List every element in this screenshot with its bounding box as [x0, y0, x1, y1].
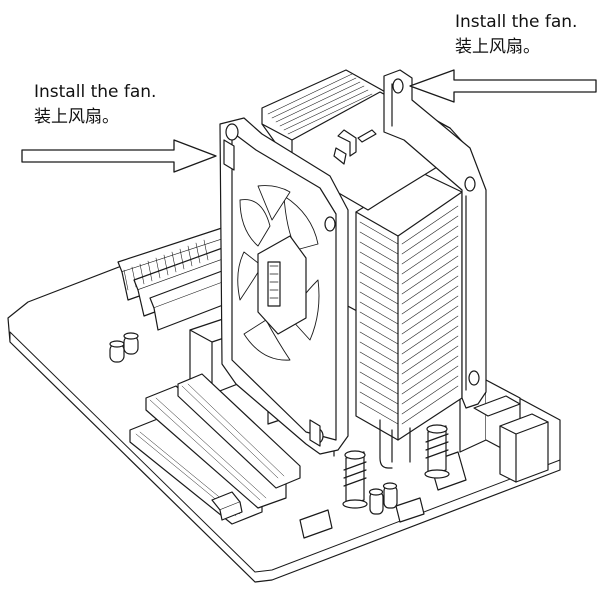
arrow-right-icon: [21, 139, 217, 173]
callout-right-en: Install the fan.: [455, 12, 578, 32]
arrow-left-icon: [409, 69, 597, 103]
front-fan: [219, 117, 349, 455]
mounting-posts: [267, 395, 450, 509]
callout-left-zh: 装上风扇。: [34, 107, 119, 127]
rear-fan: [383, 69, 487, 409]
heatsink: [321, 171, 463, 469]
callout-left-en: Install the fan.: [34, 82, 157, 102]
brand-logo-icon: [333, 129, 377, 165]
callout-right: Install the fan. 装上风扇。: [455, 10, 577, 60]
rear-io: [459, 379, 549, 483]
callout-right-zh: 装上风扇。: [455, 37, 540, 57]
callout-left: Install the fan. 装上风扇。: [34, 80, 156, 130]
